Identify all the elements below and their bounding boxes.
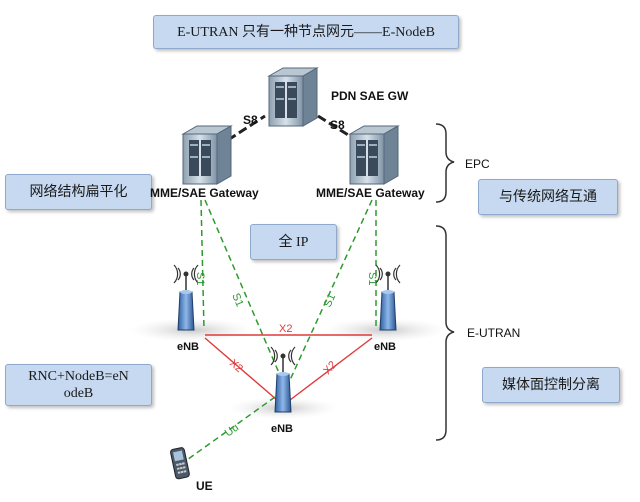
mme-right-server-icon — [348, 125, 400, 185]
pdn-gw-server-icon — [267, 67, 319, 127]
enb-right-antenna-icon — [375, 264, 401, 331]
x2-link-left — [204, 337, 278, 401]
s1-link-b — [204, 199, 283, 381]
epc-label: EPC — [465, 157, 490, 171]
ue-phone-icon — [170, 447, 190, 480]
epc-bracket — [435, 123, 455, 203]
flat-network-text: 网络结构扁平化 — [29, 184, 128, 200]
enb-left-antenna-icon — [173, 264, 199, 331]
mme-left-server-icon — [181, 125, 233, 185]
enb-bottom-antenna-icon — [270, 346, 296, 413]
rnc-nodeb-box: RNC+NodeB=eNodeB — [5, 364, 152, 406]
media-control-text: 媒体面控制分离 — [502, 377, 600, 393]
all-ip-text: 全 IP — [278, 234, 309, 250]
s8-link-right — [317, 114, 354, 140]
s1-link-a — [200, 199, 205, 331]
title-text: E-UTRAN 只有一种节点网元——E-NodeB — [177, 24, 435, 40]
x2-link-right — [289, 337, 373, 401]
eutran-label: E-UTRAN — [467, 326, 520, 340]
s8-link-left — [227, 114, 266, 142]
all-ip-box: 全 IP — [250, 224, 337, 260]
ue-label: UE — [196, 479, 213, 493]
eutran-bracket — [435, 225, 455, 441]
s8-right-label: S8 — [330, 118, 345, 132]
uu-label: Uu — [223, 421, 241, 439]
interop-box: 与传统网络互通 — [478, 179, 618, 215]
s1-b-label: S1 — [229, 291, 245, 308]
enb-left-label: eNB — [177, 341, 199, 353]
s8-left-label: S8 — [243, 113, 258, 127]
s1-link-c — [289, 199, 373, 381]
mme-left-label: MME/SAE Gateway — [150, 186, 259, 200]
s1-a-label: S1 — [194, 272, 206, 285]
s1-d-label: S1 — [366, 272, 378, 285]
mme-right-label: MME/SAE Gateway — [316, 186, 425, 200]
uu-link — [183, 396, 276, 463]
enb-right-label: eNB — [374, 341, 396, 353]
enb-bottom-label: eNB — [271, 423, 293, 435]
flat-network-box: 网络结构扁平化 — [5, 174, 152, 210]
media-control-box: 媒体面控制分离 — [482, 367, 620, 403]
s1-c-label: S1 — [322, 292, 338, 309]
rnc-nodeb-text: RNC+NodeB=eNodeB — [28, 369, 129, 401]
pdn-gw-label: PDN SAE GW — [331, 89, 409, 103]
title-box: E-UTRAN 只有一种节点网元——E-NodeB — [153, 15, 459, 49]
interop-text: 与传统网络互通 — [499, 189, 597, 205]
x2-top-label: X2 — [279, 323, 292, 335]
